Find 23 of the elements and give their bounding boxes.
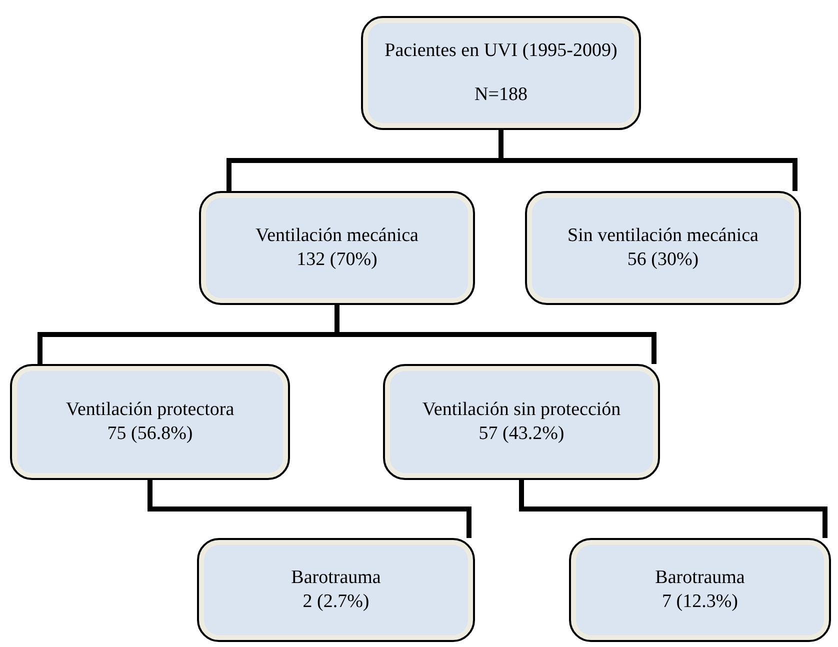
box-text: 57 (43.2%) bbox=[478, 422, 564, 446]
process-box bbox=[525, 191, 801, 305]
box-text: Ventilación protectora bbox=[66, 398, 234, 422]
box-text: 2 (2.7%) bbox=[302, 590, 370, 614]
process-box bbox=[199, 191, 475, 305]
box-text: Barotrauma bbox=[655, 566, 745, 590]
box-text: N=188 bbox=[474, 83, 528, 107]
connector-line bbox=[519, 480, 828, 538]
box-text: Sin ventilación mecánica bbox=[568, 224, 758, 248]
box-text: Ventilación sin protección bbox=[422, 398, 621, 422]
box-text: 56 (30%) bbox=[627, 248, 699, 272]
process-box bbox=[383, 364, 660, 480]
box-text: 7 (12.3%) bbox=[662, 590, 738, 614]
box-text: 132 (70%) bbox=[296, 248, 378, 272]
box-text: 75 (56.8%) bbox=[107, 422, 193, 446]
process-box bbox=[10, 364, 290, 480]
connector-line bbox=[148, 480, 472, 538]
box-text: Ventilación mecánica bbox=[255, 224, 418, 248]
box-text: Pacientes en UVI (1995-2009) bbox=[384, 39, 618, 63]
process-box bbox=[197, 538, 475, 642]
box-text: Barotrauma bbox=[291, 566, 381, 590]
process-box bbox=[361, 16, 641, 130]
process-box bbox=[569, 538, 831, 642]
